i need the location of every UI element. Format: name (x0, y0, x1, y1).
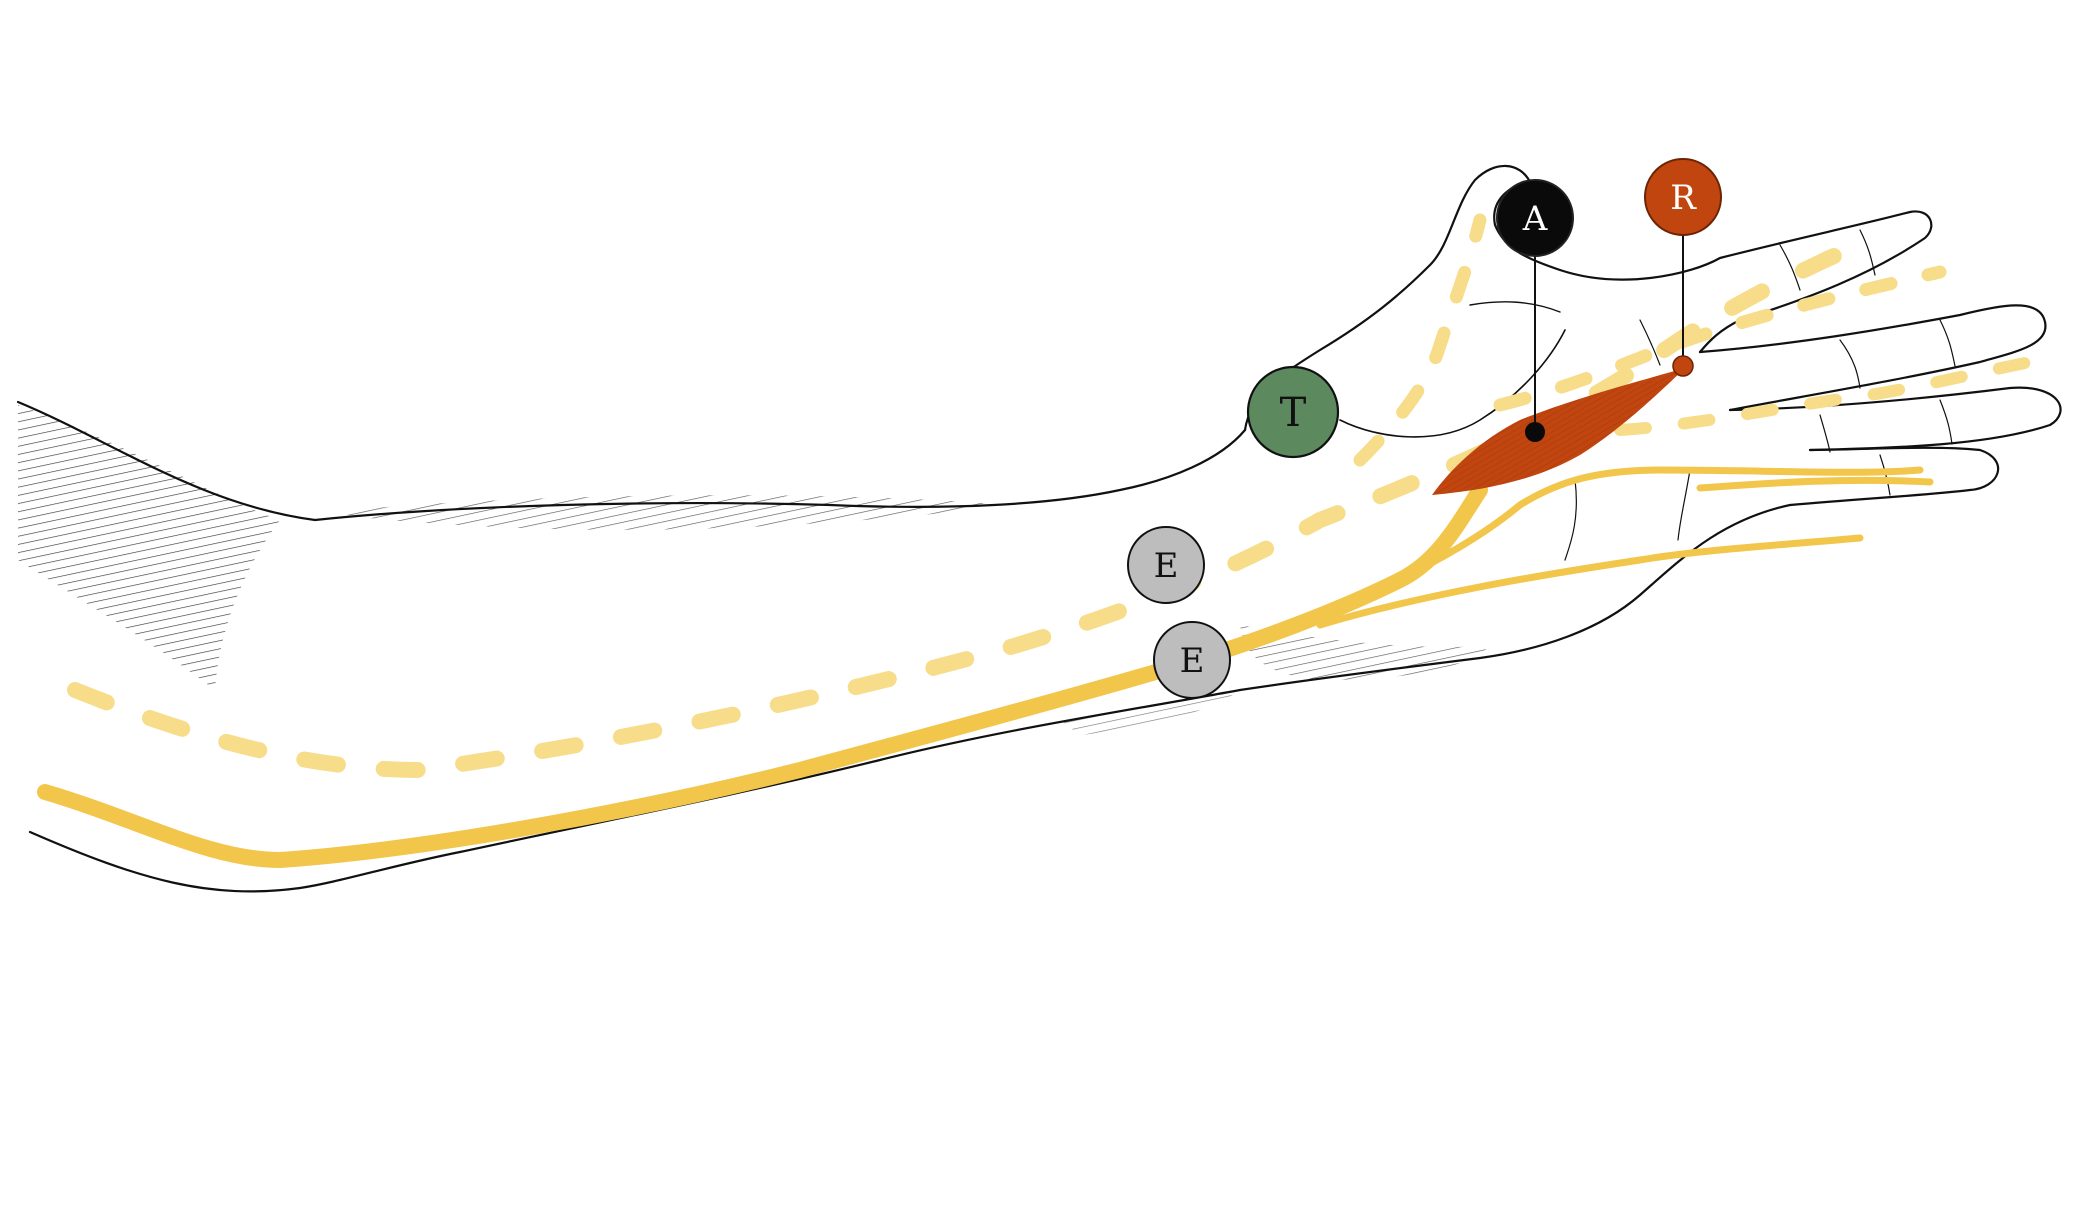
upper-arm-hatching (18, 405, 280, 690)
palm-crease (1339, 329, 1566, 438)
anode-contact-dot (1525, 422, 1545, 442)
marker-elbow-lower: E (1153, 621, 1231, 699)
little-finger-contour (1788, 446, 2000, 507)
ring-finger-contour (1728, 386, 2062, 452)
marker-elbow-lower-label: E (1180, 641, 1205, 681)
nerve-dashed-paths (67, 213, 2036, 778)
hand-bottom-contour (28, 503, 1792, 893)
thumb-contour (1243, 164, 1562, 432)
wrist-hatching (1240, 625, 1490, 680)
index-nerve-dashed (1493, 265, 1947, 412)
nerve-branch-ring (1696, 476, 1934, 492)
arm-shading (18, 405, 1490, 735)
finger-joint-lines (1639, 229, 1956, 496)
marker-elbow-upper-label: E (1154, 546, 1179, 586)
upper-arm-top-contour (16, 400, 1247, 522)
nerve-branch-digit (1316, 534, 1864, 629)
middle-finger-contour (1698, 304, 2047, 412)
marker-thumb-label: T (1280, 390, 1307, 436)
marker-thumb: T (1246, 365, 1340, 459)
arm-outline (16, 164, 2062, 893)
forearm-bottom-hatching (1060, 690, 1240, 735)
muscle-fibers (1432, 368, 1685, 495)
marker-reference-label: R (1670, 178, 1697, 218)
marker-anode-label: A (1522, 199, 1548, 239)
forearm-top-hatching (330, 495, 1010, 530)
nerve-solid-paths (37, 466, 1934, 868)
ulnar-nerve-dashed (67, 232, 1878, 778)
marker-anode: A (1496, 179, 1574, 257)
thumb-web-crease (1469, 301, 1561, 313)
middle-nerve-dashed (1614, 356, 2036, 436)
marker-elbow-upper: E (1127, 526, 1205, 604)
thumb-nerve-dashed (1353, 213, 1487, 467)
reference-contact-dot (1672, 355, 1694, 377)
marker-reference: R (1644, 158, 1722, 236)
muscle-group (1432, 368, 1685, 495)
nerve-branch-palm (1276, 466, 1924, 636)
palm-line-1 (1564, 479, 1577, 561)
palm-line-2 (1677, 469, 1691, 541)
